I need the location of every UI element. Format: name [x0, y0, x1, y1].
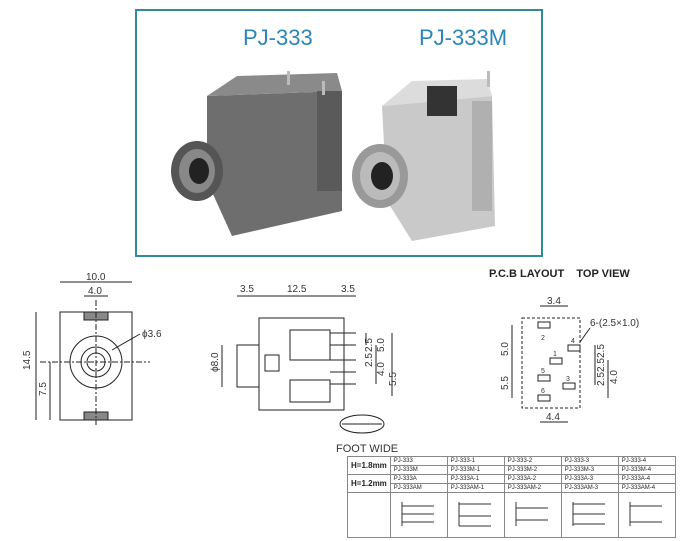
pad-number: 2 — [541, 335, 545, 342]
table-cell: PJ-333M-3 — [560, 465, 619, 475]
table-row: H=1.2mm PJ-333A PJ-333A-1 PJ-333A-2 PJ-3… — [347, 474, 676, 493]
foot-wide-label: FOOT WIDE — [336, 443, 398, 455]
table-row: PJ-333M PJ-333M-1 PJ-333M-2 PJ-333M-3 PJ… — [348, 465, 676, 475]
product-photos — [171, 71, 495, 241]
pcb-dim-holes: 6-(2.5×1.0) — [590, 318, 639, 329]
dim-center-height: 7.5 — [38, 382, 49, 396]
jack-photo-left — [171, 71, 342, 236]
table-cell: PJ-333AM-2 — [503, 483, 562, 493]
dim-side-right: 3.5 — [341, 284, 355, 295]
table-cell: PJ-333-2 — [503, 456, 562, 466]
table-cell: PJ-333-3 — [560, 456, 619, 466]
pcb-layout-drawing — [511, 305, 609, 423]
pcb-dim-left-bottom: 5.5 — [500, 376, 511, 390]
dim-pin-1: 5.0 — [376, 338, 387, 352]
schematic-cell — [503, 492, 562, 538]
jack-photo-right — [352, 71, 495, 241]
pad-number: 1 — [553, 351, 557, 358]
dim-pin-5: 5.5 — [388, 372, 399, 386]
pcb-dim-left-top: 5.0 — [500, 342, 511, 356]
table-row — [347, 492, 676, 538]
pad-number: 4 — [571, 338, 575, 345]
pad-number: 3 — [566, 376, 570, 383]
front-view-drawing — [35, 281, 150, 425]
pad-number: 5 — [541, 368, 545, 375]
side-view-drawing — [221, 295, 393, 434]
dim-width: 10.0 — [86, 272, 106, 283]
table-cell: PJ-333AM — [389, 483, 448, 493]
dim-side-middle: 12.5 — [287, 284, 307, 295]
table-header-cell: H=1.2mm — [347, 474, 391, 493]
dim-hole: ϕ3.6 — [142, 329, 162, 340]
dim-height: 14.5 — [22, 350, 33, 370]
table-cell: PJ-333A-3 — [560, 474, 619, 484]
table-header-cell: H=1.8mm — [347, 456, 391, 475]
schematic-cell — [389, 492, 448, 538]
table-cell: PJ-333A-4 — [617, 474, 676, 484]
pcb-header: P.C.B LAYOUT TOP VIEW — [489, 268, 630, 280]
table-cell: PJ-333A — [389, 474, 448, 484]
table-cell: PJ-333 — [389, 456, 448, 466]
product-photo-panel: PJ-333 PJ-333M — [135, 9, 543, 257]
schematic-cell — [446, 492, 505, 538]
table-row: PJ-333AM PJ-333AM-1 PJ-333AM-2 PJ-333AM-… — [348, 483, 676, 493]
dim-side-left: 3.5 — [240, 284, 254, 295]
model-title-right: PJ-333M — [419, 25, 508, 50]
dim-pin-3: 2.5 — [364, 353, 375, 367]
table-cell: PJ-333M — [389, 465, 448, 475]
pcb-dim-right-1: 2.5 — [596, 344, 607, 358]
pcb-dim-bottom: 4.4 — [546, 412, 560, 423]
dim-pin-2: 2.5 — [364, 338, 375, 352]
table-cell: PJ-333-4 — [617, 456, 676, 466]
table-cell: PJ-333A-1 — [446, 474, 505, 484]
dim-pin-4: 4.0 — [376, 362, 387, 376]
pcb-dim-right-3: 2.5 — [596, 372, 607, 386]
pcb-dim-top: 3.4 — [547, 296, 561, 307]
model-table: H=1.8mm PJ-333 PJ-333-1 PJ-333-2 PJ-333-… — [347, 456, 676, 538]
schematic-cell — [617, 492, 676, 538]
dim-diameter: ϕ8.0 — [210, 352, 221, 372]
pad-number: 6 — [541, 388, 545, 395]
table-cell: PJ-333A-2 — [503, 474, 562, 484]
table-cell: PJ-333M-4 — [617, 465, 676, 475]
table-cell: PJ-333M-1 — [446, 465, 505, 475]
table-cell: PJ-333M-2 — [503, 465, 562, 475]
pcb-dim-right-4: 4.0 — [609, 370, 620, 384]
table-cell: PJ-333AM-4 — [617, 483, 676, 493]
table-cell — [347, 492, 391, 538]
pcb-dim-right-2: 2.5 — [596, 358, 607, 372]
dim-inner-width: 4.0 — [88, 286, 102, 297]
table-cell: PJ-333AM-1 — [446, 483, 505, 493]
model-title-left: PJ-333 — [243, 25, 313, 50]
table-cell: PJ-333-1 — [446, 456, 505, 466]
schematic-cell — [560, 492, 619, 538]
table-row: H=1.8mm PJ-333 PJ-333-1 PJ-333-2 PJ-333-… — [347, 456, 676, 475]
table-cell: PJ-333AM-3 — [560, 483, 619, 493]
